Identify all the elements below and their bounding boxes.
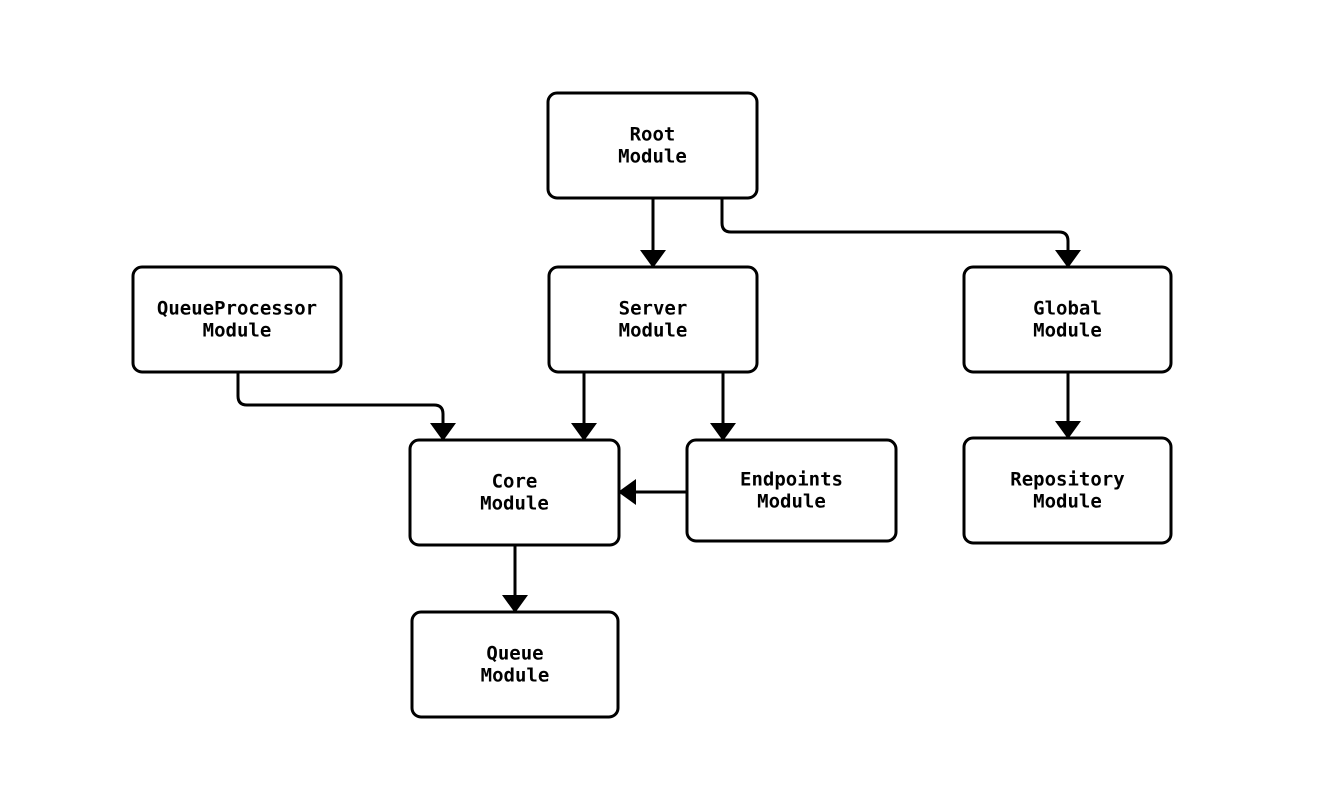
node-label-line: Queue — [486, 643, 543, 665]
node-label-line: Server — [619, 298, 688, 320]
node-label-line: Endpoints — [740, 469, 843, 491]
node-label-line: Module — [1033, 320, 1102, 342]
node-box-server — [547, 265, 759, 374]
node-label-line: Module — [203, 320, 272, 342]
node-box-repository — [962, 436, 1173, 545]
node-label-line: Module — [618, 146, 687, 168]
node-box-endpoints — [685, 438, 898, 543]
node-label-line: Module — [1033, 491, 1102, 513]
node-label-line: Core — [492, 471, 538, 493]
node-label-line: Root — [630, 124, 676, 146]
node-box-global — [962, 265, 1173, 374]
node-label-line: Module — [480, 493, 549, 515]
node-label-line: Module — [757, 491, 826, 513]
node-box-core — [408, 438, 621, 547]
edge-queueprocessor-to-core — [236, 372, 456, 441]
node-label-line: QueueProcessor — [157, 298, 317, 320]
edge-root-to-global — [720, 198, 1081, 268]
node-label-line: Repository — [1010, 469, 1124, 491]
node-label-line: Global — [1033, 298, 1102, 320]
node-box-root — [546, 91, 759, 200]
node-label-line: Module — [481, 665, 550, 687]
node-box-queueprocessor — [131, 265, 343, 374]
node-label-line: Module — [619, 320, 688, 342]
node-box-queue — [410, 610, 620, 719]
